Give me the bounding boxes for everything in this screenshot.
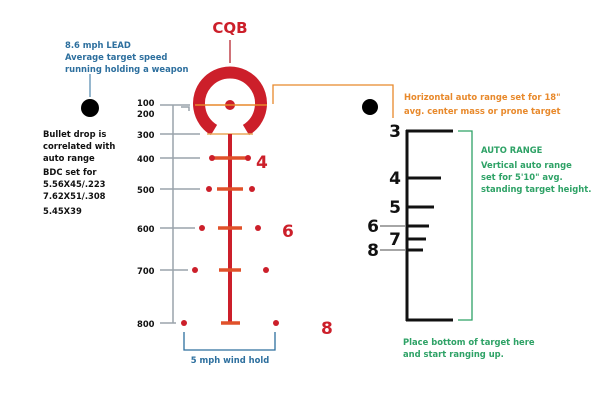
note-line: Vertical auto range: [481, 160, 572, 170]
scale-label-leaders: [380, 225, 405, 251]
target-dot: [362, 99, 378, 115]
note-line: BDC set for: [43, 167, 97, 177]
horizontal-bracket: [272, 84, 394, 118]
scale-label: 8: [367, 241, 379, 261]
note-line: 5.56X45/.223: [43, 179, 106, 189]
scale-label: 5: [389, 198, 401, 218]
bullet-drop-note: Bullet drop is correlated with auto rang…: [43, 129, 115, 163]
note-line: standing target height.: [481, 184, 591, 194]
range-label: 100: [137, 98, 155, 108]
cqb-ring: [193, 66, 267, 136]
range-label: 200: [137, 109, 155, 119]
scale-label: 3: [389, 122, 401, 142]
holdover-number: 4: [256, 153, 268, 173]
lead-note-line: 8.6 mph LEAD: [65, 40, 131, 50]
auto-range-heading: AUTO RANGE: [481, 145, 543, 155]
lead-target-dot: [81, 99, 99, 117]
holdover-bars: [212, 156, 248, 325]
cqb-title: CQB: [212, 19, 247, 37]
range-label: 500: [137, 185, 155, 195]
auto-range-labels: 3 4 5 6 7 8: [367, 122, 401, 261]
range-labels: 100 200 300 400 500 600 700 800: [137, 98, 155, 329]
bdc-note: BDC set for 5.56X45/.223 7.62X51/.308 5.…: [43, 167, 106, 216]
wind-hold-dots: [181, 155, 279, 326]
scale-label: 7: [389, 230, 401, 250]
note-line: Horizontal auto range set for 18": [404, 92, 560, 102]
note-line: auto range: [43, 153, 95, 163]
scale-label: 4: [389, 169, 401, 189]
note-line: set for 5'10" avg.: [481, 172, 563, 182]
lead-note-line: running holding a weapon: [65, 64, 188, 74]
note-line: avg. center mass or prone target: [404, 106, 561, 116]
holdover-number: 6: [282, 222, 294, 242]
note-line: correlated with: [43, 141, 115, 151]
range-label: 300: [137, 130, 155, 140]
note-line: Bullet drop is: [43, 129, 106, 139]
auto-range-bracket: [458, 130, 473, 321]
holdover-number: 8: [321, 319, 333, 339]
holdover-numbers: 4 6 8: [256, 153, 333, 339]
note-line: 7.62X51/.308: [43, 191, 106, 201]
wind-hold-bracket: [183, 332, 276, 351]
auto-range-scale: [405, 129, 453, 322]
range-label: 400: [137, 154, 155, 164]
bottom-note-line: Place bottom of target here: [403, 337, 535, 347]
scale-label: 6: [367, 217, 379, 237]
lead-note: 8.6 mph LEAD Average target speed runnin…: [65, 40, 188, 74]
auto-range-note: AUTO RANGE Vertical auto range set for 5…: [403, 145, 591, 359]
range-label: 700: [137, 266, 155, 276]
range-label: 800: [137, 319, 155, 329]
range-ladder: [160, 104, 200, 324]
bottom-note-line: and start ranging up.: [403, 349, 504, 359]
range-label: 600: [137, 224, 155, 234]
note-line: 5.45X39: [43, 206, 82, 216]
wind-hold-label: 5 mph wind hold: [191, 355, 269, 365]
lead-note-line: Average target speed: [65, 52, 167, 62]
horizontal-note: Horizontal auto range set for 18" avg. c…: [404, 92, 561, 116]
